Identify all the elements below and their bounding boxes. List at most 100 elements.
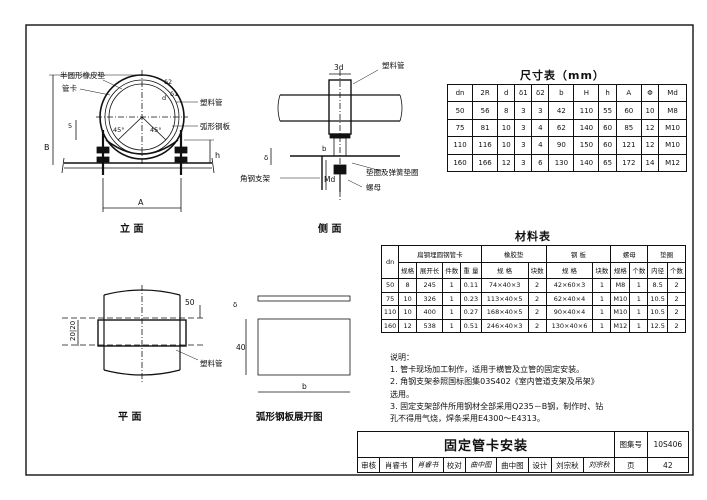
note-line: 2. 角钢支架参照国标图集03S402《室内管道支架及吊架》 xyxy=(390,377,599,387)
material-sub-header-row: 规格 展开长 件数 重 量 规 格 块数 规 格 块数 规格 个数 内径 个数 xyxy=(382,261,686,279)
mat-cell: 10 xyxy=(398,291,418,306)
size-cell: M8 xyxy=(658,101,687,120)
mat-cell: 1 xyxy=(592,278,612,293)
material-group-header-row: dn 扁钢埋圆钢管卡 橡胶垫 钢 板 螺母 垫圈 xyxy=(380,245,686,279)
label-side-b: b xyxy=(322,145,327,153)
mat-cell: M8 xyxy=(610,278,631,293)
mat-cell: 1 xyxy=(592,318,612,333)
size-cell: 4 xyxy=(531,118,550,138)
checker-name: 曲中图 xyxy=(495,457,530,473)
mat-cell: 113×40×5 xyxy=(480,291,529,306)
label-angle-right: 45° xyxy=(150,126,162,134)
size-cell: 140 xyxy=(573,118,600,138)
size-header-cell: H xyxy=(573,83,600,103)
size-header-cell: Φ xyxy=(640,83,660,103)
size-cell: 81 xyxy=(472,118,499,138)
note-line: 3. 固定支架部件所用钢材全部采用Q235－B钢，制作时、钻 xyxy=(390,401,604,411)
note-line: 1. 管卡现场加工制作，适用于横管及立管的固定安装。 xyxy=(390,365,585,375)
mat-cell: 10 xyxy=(398,305,418,320)
mat-cell: 1 xyxy=(629,318,649,333)
size-cell: M12 xyxy=(658,153,687,173)
notes-block: 说明： 1. 管卡现场加工制作，适用于横管及立管的固定安装。 2. 角钢支架参照… xyxy=(390,352,690,425)
mat-cell: 74×40×3 xyxy=(480,278,529,293)
label-dim-B: B xyxy=(44,143,50,152)
designer-name: 刘宗秋 xyxy=(550,457,585,473)
mat-cell: M12 xyxy=(610,318,631,333)
sheet-frame xyxy=(25,24,694,476)
size-cell: 121 xyxy=(615,136,642,155)
angle-line-left xyxy=(117,116,143,141)
mat-cell: 1 xyxy=(442,278,462,293)
size-header-cell: A xyxy=(615,83,642,103)
leader-plan-pipe xyxy=(175,349,199,361)
mat-cell: 50 xyxy=(380,278,400,293)
size-header-cell: dn xyxy=(446,83,474,103)
mat-cell: 1 xyxy=(442,305,462,320)
title-block-row-2: 审核 肖睿书 肖睿书 校对 曲中图 曲中图 设计 刘宗秋 刘宗秋 页 42 xyxy=(356,457,690,473)
label-side-plastic-pipe: 塑料管 xyxy=(382,60,405,70)
mat-sub-header: 重 量 xyxy=(460,261,482,279)
size-cell: 110 xyxy=(573,101,600,120)
size-table-header-row: dn 2R d δ1 δ2 b H h A Φ Md xyxy=(446,83,687,103)
mat-cell: 168×40×5 xyxy=(480,305,529,320)
size-cell: M10 xyxy=(658,136,687,155)
size-cell: 140 xyxy=(573,153,600,173)
label-plan-plastic-pipe: 塑料管 xyxy=(200,358,223,368)
page-number: 42 xyxy=(646,457,690,473)
design-label: 设计 xyxy=(528,457,552,473)
size-cell: M10 xyxy=(658,118,687,138)
size-cell: 65 xyxy=(598,153,617,173)
pipe-break-right xyxy=(399,94,403,122)
label-d1: δ1 xyxy=(170,90,178,98)
label-d2: δ2 xyxy=(164,78,172,86)
mat-cell: 2 xyxy=(667,305,686,320)
size-header-cell: h xyxy=(598,83,617,103)
size-cell: 75 xyxy=(446,118,474,138)
label-dim-2020: 20|20 xyxy=(69,321,77,341)
mat-group-header: 垫圈 xyxy=(647,245,686,263)
label-side-delta: δ xyxy=(264,154,268,162)
plate-view xyxy=(245,295,351,393)
leader-side-pipe xyxy=(352,69,379,85)
nut-right-2 xyxy=(174,156,188,163)
mat-cell: 1 xyxy=(442,318,462,333)
size-cell: 3 xyxy=(514,118,533,138)
notes-heading: 说明： xyxy=(390,353,414,362)
size-cell: 8 xyxy=(497,101,516,120)
leader-clamp xyxy=(79,88,111,96)
nut-left-2 xyxy=(96,156,110,163)
leader-nut xyxy=(347,179,363,188)
label-d: d xyxy=(162,94,166,102)
label-pipe-clamp: 管卡 xyxy=(62,83,77,93)
nut-right xyxy=(174,146,188,154)
label-dim-50: 50 xyxy=(185,298,195,307)
size-cell: 166 xyxy=(472,153,499,173)
mat-group-header: 钢 板 xyxy=(545,245,612,263)
label-rubber-pad: 半圆形橡皮垫 xyxy=(60,70,105,80)
pipe-break-left xyxy=(277,94,281,122)
size-cell: 160 xyxy=(446,153,474,173)
plate-face xyxy=(257,318,351,376)
mat-cell: 75 xyxy=(380,291,400,306)
side-view xyxy=(270,69,403,200)
size-cell: 10 xyxy=(497,136,516,155)
mat-group-header: 螺母 xyxy=(610,245,649,263)
size-cell: 10 xyxy=(497,118,516,138)
mat-cell: 10.5 xyxy=(647,305,669,320)
mat-cell: 110 xyxy=(380,305,400,320)
size-cell: 56 xyxy=(472,101,499,120)
mat-cell: M10 xyxy=(610,291,631,306)
mat-sub-header: 个数 xyxy=(667,261,686,279)
plan-view xyxy=(62,285,205,382)
size-cell: 14 xyxy=(640,153,660,173)
front-view xyxy=(49,70,215,212)
leader-rubber xyxy=(102,79,123,90)
leader-washer xyxy=(351,162,386,173)
mat-cell: 246×40×3 xyxy=(480,318,529,333)
